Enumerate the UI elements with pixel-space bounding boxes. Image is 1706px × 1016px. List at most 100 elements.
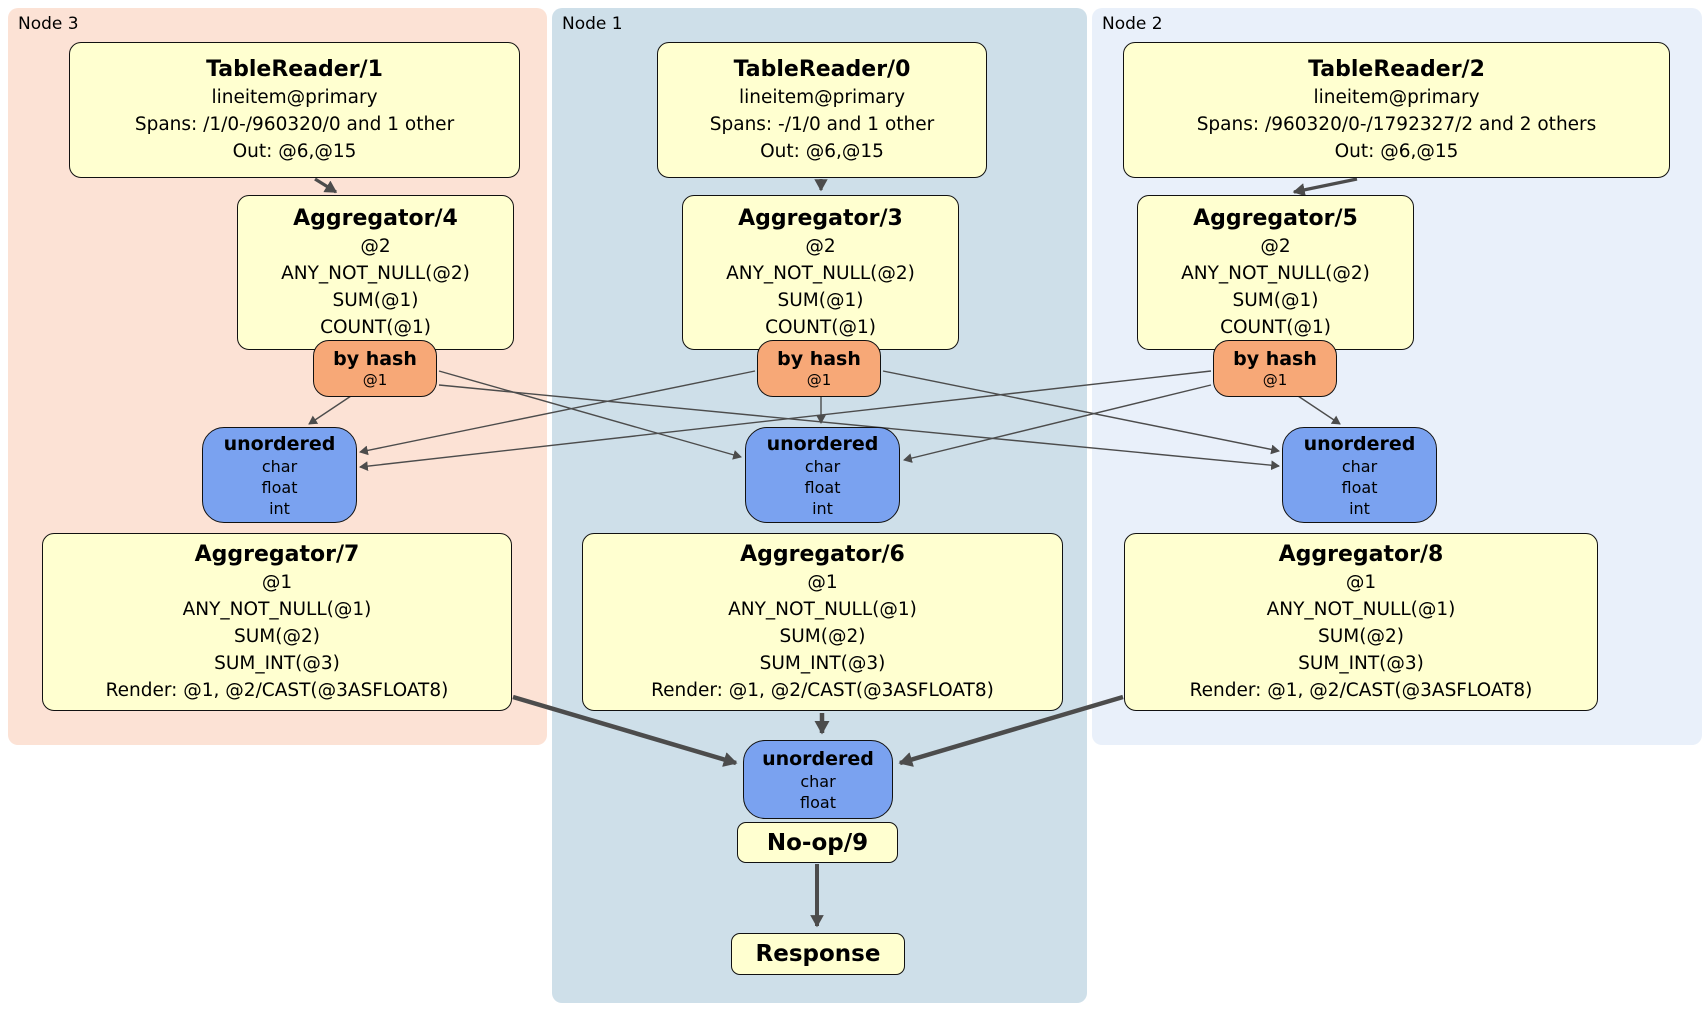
processor-detail: Render: @1, @2/CAST(@3ASFLOAT8): [1189, 679, 1533, 701]
processor-detail: ANY_NOT_NULL(@1): [182, 598, 372, 620]
sync-title: unordered: [223, 432, 336, 455]
edge-byhash4-unordered-left: [308, 395, 352, 425]
router-title: by hash: [777, 347, 861, 370]
processor-detail: @1: [807, 571, 838, 593]
router-by-hash-4: by hash @1: [313, 340, 437, 397]
processor-detail: Out: @6,@15: [760, 140, 884, 162]
sync-column: char: [800, 771, 836, 791]
edge-byhash3-unordered-left: [359, 370, 756, 456]
sync-column: char: [1341, 456, 1378, 476]
router-title: by hash: [333, 347, 417, 370]
sync-unordered-center: unordered char float int: [745, 427, 900, 523]
processor-detail: SUM_INT(@3): [214, 652, 340, 674]
processor-tablereader-0: TableReader/0 lineitem@primary Spans: -/…: [657, 42, 987, 178]
edge-byhash5-unordered-left: [359, 370, 1212, 471]
edge-byhash5-unordered-right: [1297, 395, 1341, 425]
sync-column: float: [800, 792, 836, 812]
sync-column: int: [812, 498, 833, 518]
processor-detail: lineitem@primary: [738, 86, 906, 108]
processor-detail: ANY_NOT_NULL(@2): [1181, 262, 1370, 284]
processor-detail: SUM_INT(@3): [759, 652, 886, 674]
processor-detail: @2: [360, 235, 391, 257]
sync-column: float: [261, 477, 298, 497]
processor-detail: COUNT(@1): [320, 316, 431, 338]
processor-detail: Spans: /960320/0-/1792327/2 and 2 others: [1196, 113, 1597, 135]
sync-column: int: [1349, 498, 1370, 518]
sync-title: unordered: [1303, 432, 1416, 455]
processor-title: Response: [755, 941, 881, 967]
processor-detail: ANY_NOT_NULL(@2): [281, 262, 470, 284]
processor-detail: Spans: -/1/0 and 1 other: [709, 113, 935, 135]
processor-detail: SUM(@2): [234, 625, 320, 647]
processor-detail: @2: [805, 235, 836, 257]
processor-detail: Render: @1, @2/CAST(@3ASFLOAT8): [651, 679, 994, 701]
processor-title: Aggregator/7: [194, 541, 360, 567]
sync-column: char: [261, 456, 298, 476]
processor-detail: SUM_INT(@3): [1298, 652, 1424, 674]
sync-unordered-left: unordered char float int: [202, 427, 357, 523]
processor-title: No-op/9: [766, 829, 869, 856]
processor-response: Response: [731, 933, 905, 975]
processor-detail: lineitem@primary: [211, 86, 378, 108]
region-label-node3: Node 3: [18, 14, 79, 34]
processor-detail: ANY_NOT_NULL(@1): [728, 598, 917, 620]
sync-title: unordered: [766, 432, 879, 455]
processor-title: Aggregator/5: [1193, 205, 1358, 231]
sync-column: float: [804, 477, 841, 497]
processor-detail: SUM(@1): [332, 289, 419, 311]
processor-detail: COUNT(@1): [765, 316, 876, 338]
edge-tablereader2-aggregator5: [1292, 177, 1358, 197]
processor-aggregator-4: Aggregator/4 @2 ANY_NOT_NULL(@2) SUM(@1)…: [237, 195, 514, 350]
processor-title: TableReader/1: [206, 56, 383, 82]
router-by-hash-3: by hash @1: [757, 340, 881, 397]
region-label-node1: Node 1: [562, 14, 623, 34]
sync-column: char: [804, 456, 841, 476]
processor-detail: SUM(@2): [779, 625, 866, 647]
processor-title: Aggregator/3: [738, 205, 903, 231]
processor-detail: SUM(@2): [1318, 625, 1404, 647]
edge-byhash3-unordered-right: [882, 370, 1280, 455]
processor-aggregator-7: Aggregator/7 @1 ANY_NOT_NULL(@1) SUM(@2)…: [42, 533, 512, 711]
processor-title: Aggregator/4: [293, 205, 458, 231]
router-title: by hash: [1233, 347, 1317, 370]
sync-unordered-final: unordered char float: [743, 740, 893, 819]
processor-tablereader-2: TableReader/2 lineitem@primary Spans: /9…: [1123, 42, 1670, 178]
processor-detail: Render: @1, @2/CAST(@3ASFLOAT8): [105, 679, 449, 701]
edge-byhash4-unordered-center: [438, 370, 742, 460]
processor-detail: lineitem@primary: [1313, 86, 1480, 108]
processor-title: TableReader/0: [733, 56, 911, 82]
processor-detail: ANY_NOT_NULL(@2): [726, 262, 915, 284]
edge-tablereader1-aggregator4: [314, 177, 338, 194]
processor-detail: Out: @6,@15: [1334, 140, 1459, 162]
router-detail: @1: [362, 370, 388, 389]
processor-detail: SUM(@1): [777, 289, 864, 311]
edge-aggregator7-unordered-final: [512, 694, 738, 767]
edge-byhash5-unordered-center: [903, 384, 1212, 463]
processor-detail: @1: [261, 571, 293, 593]
processor-title: Aggregator/8: [1278, 541, 1444, 567]
edge-aggregator8-unordered-final: [898, 694, 1124, 767]
processor-title: TableReader/2: [1308, 56, 1485, 82]
processor-title: Aggregator/6: [740, 541, 905, 567]
processor-detail: Spans: /1/0-/960320/0 and 1 other: [134, 113, 455, 135]
edge-byhash4-unordered-right: [438, 384, 1280, 471]
processor-no-op-9: No-op/9: [737, 822, 898, 863]
processor-detail: SUM(@1): [1232, 289, 1319, 311]
processor-aggregator-5: Aggregator/5 @2 ANY_NOT_NULL(@2) SUM(@1)…: [1137, 195, 1414, 350]
processor-tablereader-1: TableReader/1 lineitem@primary Spans: /1…: [69, 42, 520, 178]
router-detail: @1: [806, 370, 832, 389]
sync-column: float: [1341, 477, 1378, 497]
processor-detail: COUNT(@1): [1220, 316, 1331, 338]
router-by-hash-5: by hash @1: [1213, 340, 1337, 397]
processor-aggregator-8: Aggregator/8 @1 ANY_NOT_NULL(@1) SUM(@2)…: [1124, 533, 1598, 711]
processor-aggregator-3: Aggregator/3 @2 ANY_NOT_NULL(@2) SUM(@1)…: [682, 195, 959, 350]
router-detail: @1: [1262, 370, 1288, 389]
sync-unordered-right: unordered char float int: [1282, 427, 1437, 523]
processor-detail: @1: [1345, 571, 1377, 593]
sync-title: unordered: [762, 747, 874, 770]
processor-detail: Out: @6,@15: [232, 140, 357, 162]
processor-detail: @2: [1260, 235, 1291, 257]
region-label-node2: Node 2: [1102, 14, 1163, 34]
